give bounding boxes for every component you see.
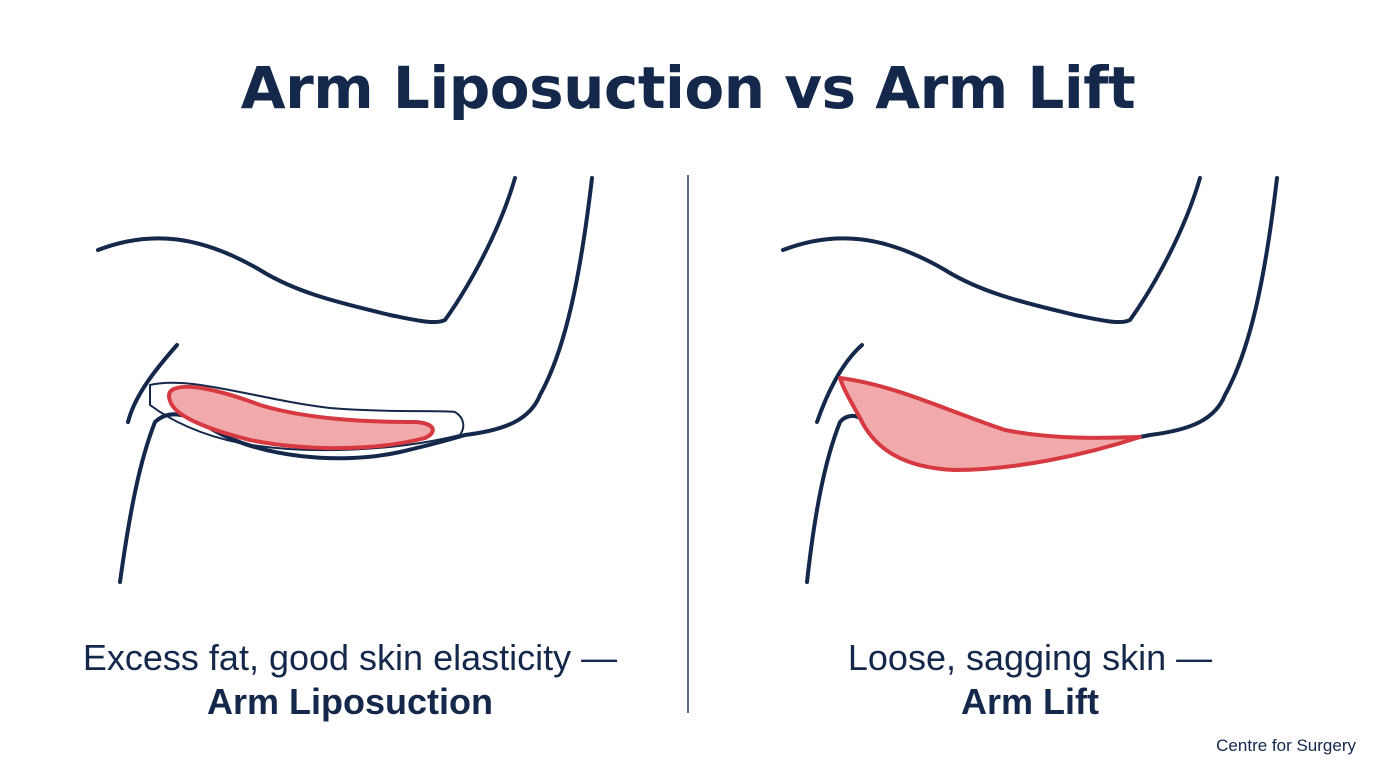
arm-under-contour [805, 413, 862, 584]
fat-deposit-highlight [167, 384, 435, 451]
arm-outer-contour [1138, 176, 1279, 439]
arm-lift-procedure-label: Arm Lift [961, 681, 1099, 722]
arm-outer-contour [463, 176, 594, 437]
sagging-skin-highlight [838, 376, 1142, 472]
arm-lift-description: Loose, sagging skin — [847, 637, 1213, 678]
page-title: Arm Liposuction vs Arm Lift [240, 54, 1136, 122]
arm-back-contour [815, 343, 864, 424]
arm-upper-contour [96, 176, 517, 325]
liposuction-caption: Excess fat, good skin elasticity — Arm L… [40, 636, 660, 724]
arm-lift-caption: Loose, sagging skin — Arm Lift [720, 636, 1340, 724]
skin-outline [149, 381, 465, 452]
liposuction-procedure-label: Arm Liposuction [207, 681, 493, 722]
panel-divider [687, 175, 689, 713]
liposuction-description: Excess fat, good skin elasticity — [82, 637, 618, 678]
arm-lift-illustration [781, 176, 1279, 584]
arm-liposuction-illustration [96, 176, 594, 584]
arm-upper-contour [781, 176, 1202, 325]
arm-back-contour [126, 343, 179, 424]
source-credit: Centre for Surgery [1216, 736, 1356, 755]
